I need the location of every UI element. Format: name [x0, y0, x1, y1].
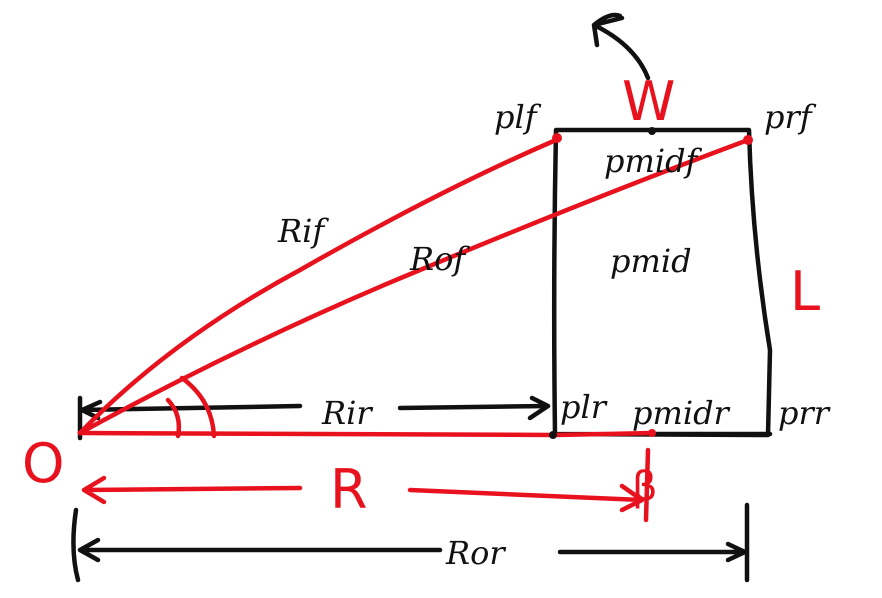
ror-dimension-line — [77, 537, 748, 563]
red-rear-radius — [77, 430, 655, 438]
plf-point — [552, 133, 562, 143]
label-plr: plr — [560, 388, 608, 426]
label-r: R — [330, 458, 368, 521]
label-rif: Rif — [277, 212, 329, 250]
label-plf: plf — [494, 98, 542, 136]
origin-vertical-tick — [71, 507, 81, 583]
label-w: W — [622, 70, 675, 133]
pmidr-point — [648, 429, 656, 437]
pmidf-point — [648, 127, 656, 135]
label-ror: Ror — [445, 534, 506, 572]
label-beta: β — [632, 464, 658, 510]
label-pmidr: pmidr — [632, 394, 731, 432]
label-pmid: pmid — [610, 242, 692, 280]
prf-point — [743, 135, 753, 145]
angle-arc — [179, 375, 217, 439]
label-l: L — [790, 260, 820, 323]
red-rif-line — [77, 137, 559, 436]
r-dimension-line — [81, 475, 645, 513]
rir-dimension-line — [79, 395, 551, 421]
label-pmidf: pmidf — [604, 142, 703, 180]
label-rof: Rof — [409, 240, 470, 278]
label-origin: O — [22, 432, 65, 495]
label-rir: Rir — [321, 394, 373, 432]
angle-inner-arc — [165, 397, 182, 439]
plr-point — [549, 431, 557, 439]
label-prf: prf — [764, 98, 817, 136]
b-vertical-tick — [643, 447, 651, 523]
label-prr: prr — [778, 394, 831, 432]
rotation-arrow — [591, 12, 651, 81]
red-rof-line — [77, 137, 751, 436]
